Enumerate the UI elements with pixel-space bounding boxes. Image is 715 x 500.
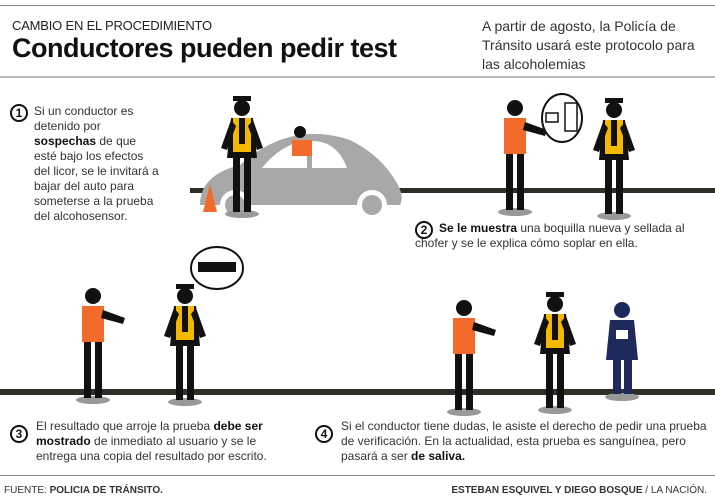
road-1 xyxy=(190,188,715,193)
officer-2 xyxy=(593,98,635,220)
traffic-cone xyxy=(203,184,217,212)
intro-text: A partir de agosto, la Policía de Tránsi… xyxy=(482,18,695,72)
kicker: CAMBIO EN EL PROCEDIMIENTO xyxy=(12,18,212,33)
breathalyzer-bubble xyxy=(541,93,583,143)
step-1: 1 Si un conductor es detenido por sospec… xyxy=(10,104,160,224)
road-2 xyxy=(0,389,715,395)
page-title: Conductores pueden pedir test xyxy=(12,33,397,63)
source: FUENTE: POLICIA DE TRÁNSITO. xyxy=(4,485,163,496)
officer-3 xyxy=(164,284,206,406)
step-4: 4 Si el conductor tiene dudas, le asiste… xyxy=(315,419,710,464)
result-bubble xyxy=(190,246,244,290)
credits: ESTEBAN ESQUIVEL Y DIEGO BOSQUE / LA NAC… xyxy=(451,485,707,496)
officer-4 xyxy=(534,292,576,414)
step-number-4: 4 xyxy=(315,425,333,443)
step-number-1: 1 xyxy=(10,104,28,122)
step-3: 3 El resultado que arroje la prueba debe… xyxy=(10,419,285,464)
step-number-2: 2 xyxy=(415,221,433,239)
step-number-3: 3 xyxy=(10,425,28,443)
header-rule xyxy=(0,76,715,78)
top-rule xyxy=(0,5,715,6)
step-2: 2 Se le muestra una boquilla nueva y sel… xyxy=(415,221,685,250)
driver-2 xyxy=(498,100,547,216)
medic xyxy=(605,302,639,401)
driver-3 xyxy=(76,288,125,404)
driver-4 xyxy=(447,300,496,416)
footer-rule xyxy=(0,475,715,476)
